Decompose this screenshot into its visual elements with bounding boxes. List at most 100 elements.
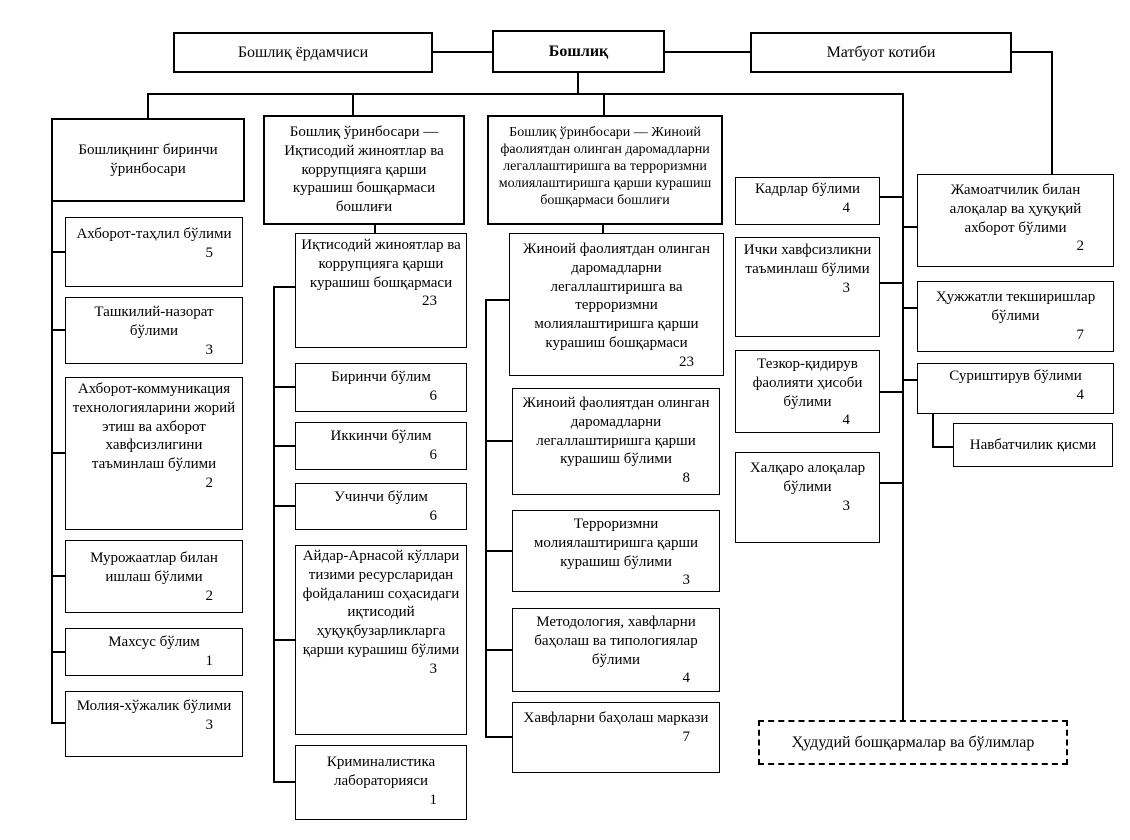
box-label: Бошлиқ ўринбосари — Жиноий фаолиятдан ол…: [498, 125, 712, 209]
connector-line: [51, 329, 65, 331]
connector-line: [485, 550, 512, 552]
connector-line: [485, 736, 512, 738]
connector-line: [273, 445, 295, 447]
connector-line: [902, 307, 917, 309]
box-duty-unit: Навбатчилик қисми: [953, 423, 1113, 467]
unit-count: 23: [679, 353, 694, 370]
box-press-secretary: Матбуот котиби: [750, 32, 1012, 73]
org-unit-box: Жамоатчилик билан алоқалар ва ҳуқуқий ах…: [917, 174, 1114, 267]
unit-label: Ҳужжатли текширишлар бўлими: [935, 289, 1096, 324]
unit-count: 8: [682, 470, 691, 486]
unit-count: 4: [842, 412, 851, 429]
connector-line: [273, 286, 275, 783]
unit-label: Халқаро алоқалар бўлими: [749, 460, 866, 495]
org-unit-box: Жиноий фаолиятдан олинган даромадларни л…: [512, 388, 720, 495]
org-unit-box: Халқаро алоқалар бўлими 3: [735, 452, 880, 543]
box-dept-laundering: Жиноий фаолиятдан олинган даромадларни л…: [509, 233, 724, 376]
unit-count: 3: [682, 572, 691, 589]
unit-count: 4: [682, 670, 691, 687]
box-label: Бошлиқ ўринбосари — Иқтисодий жиноятлар …: [284, 124, 444, 215]
unit-label: Биринчи бўлим: [331, 369, 431, 385]
box-label: Жиноий фаолиятдан олинган даромадларни л…: [523, 241, 710, 351]
unit-label: Айдар-Арнасой кўллари тизими ресурсларид…: [302, 548, 460, 658]
unit-label: Терроризмни молиялаштиришга қарши кураши…: [533, 516, 699, 570]
connector-line: [273, 286, 295, 288]
box-chief: Бошлиқ: [492, 30, 665, 73]
unit-count: 4: [842, 199, 851, 216]
unit-count: 5: [205, 244, 214, 261]
connector-line: [147, 93, 904, 95]
unit-label: Ахборот-таҳлил бўлими: [76, 226, 232, 242]
unit-label: Хавфларни баҳолаш маркази: [523, 710, 709, 726]
unit-label: Ташкилий-назорат бўлими: [94, 304, 214, 339]
unit-count: 3: [429, 660, 438, 677]
connector-line: [485, 649, 512, 651]
connector-line: [1012, 51, 1053, 53]
connector-line: [880, 282, 904, 284]
connector-line: [932, 446, 953, 448]
box-deputy-economic: Бошлиқ ўринбосари — Иқтисодий жиноятлар …: [263, 115, 465, 225]
unit-label: Молия-хўжалик бўлими: [76, 698, 232, 714]
box-label: Ҳудудий бошқармалар ва бўлимлар: [791, 733, 1035, 751]
box-deputy-laundering: Бошлиқ ўринбосари — Жиноий фаолиятдан ол…: [487, 115, 723, 225]
connector-line: [147, 93, 149, 118]
unit-count: 6: [429, 507, 438, 524]
org-unit-box: Ахборот-таҳлил бўлими 5: [65, 217, 243, 287]
unit-count: 6: [429, 387, 438, 404]
connector-line: [51, 251, 65, 253]
connector-line: [902, 93, 904, 720]
connector-line: [485, 440, 512, 442]
org-unit-box: Ахборот-коммуникация технологияларини жо…: [65, 377, 243, 530]
box-label: Бошлиқ: [548, 42, 609, 60]
unit-count: 6: [429, 446, 438, 463]
unit-count: 3: [205, 341, 214, 358]
connector-line: [602, 225, 604, 233]
connector-line: [932, 414, 934, 448]
unit-label: Иккинчи бўлим: [330, 428, 432, 444]
connector-line: [352, 93, 354, 115]
org-unit-box: Иккинчи бўлим 6: [295, 422, 467, 470]
connector-line: [1051, 51, 1053, 174]
org-unit-box: Ички хавфсизликни таъминлаш бўлими 3: [735, 237, 880, 337]
unit-count: 7: [682, 728, 691, 745]
unit-count: 1: [429, 791, 438, 808]
box-dept-economic: Иқтисодий жиноятлар ва коррупцияга қарши…: [295, 233, 467, 348]
connector-line: [273, 386, 295, 388]
org-unit-box: Биринчи бўлим 6: [295, 363, 467, 412]
unit-label: Ички хавфсизликни таъминлаш бўлими: [743, 242, 872, 277]
connector-line: [902, 379, 917, 381]
box-chief-assistant: Бошлиқ ёрдамчиси: [173, 32, 433, 73]
unit-count: 3: [842, 497, 851, 514]
org-unit-box: Хавфларни баҳолаш маркази 7: [512, 702, 720, 773]
unit-label: Методология, хавфларни баҳолаш ва типоло…: [534, 614, 698, 668]
unit-count: 2: [205, 587, 214, 604]
connector-line: [51, 722, 65, 724]
org-unit-box: Методология, хавфларни баҳолаш ва типоло…: [512, 608, 720, 692]
box-label: Бошлиқнинг биринчи ўринбосари: [78, 142, 218, 177]
unit-count: 4: [1076, 386, 1085, 403]
org-unit-box: Суриштирув бўлими 4: [917, 363, 1114, 414]
unit-label: Учинчи бўлим: [334, 489, 428, 505]
connector-line: [51, 575, 65, 577]
org-unit-box: Айдар-Арнасой кўллари тизими ресурсларид…: [295, 545, 467, 735]
unit-label: Тезкор-қидирув фаолияти ҳисоби бўлими: [752, 356, 863, 410]
unit-count: 23: [422, 293, 437, 310]
unit-label: Суриштирув бўлими: [949, 368, 1082, 384]
connector-line: [902, 226, 917, 228]
connector-line: [485, 299, 509, 301]
unit-count: 1: [205, 652, 214, 669]
unit-label: Жамоатчилик билан алоқалар ва ҳуқуқий ах…: [949, 182, 1082, 236]
connector-line: [51, 452, 65, 454]
connector-line: [273, 505, 295, 507]
unit-count: 3: [842, 279, 851, 296]
org-unit-box: Ташкилий-назорат бўлими 3: [65, 297, 243, 364]
unit-label: Навбатчилик қисми: [969, 436, 1097, 453]
connector-line: [603, 93, 605, 115]
